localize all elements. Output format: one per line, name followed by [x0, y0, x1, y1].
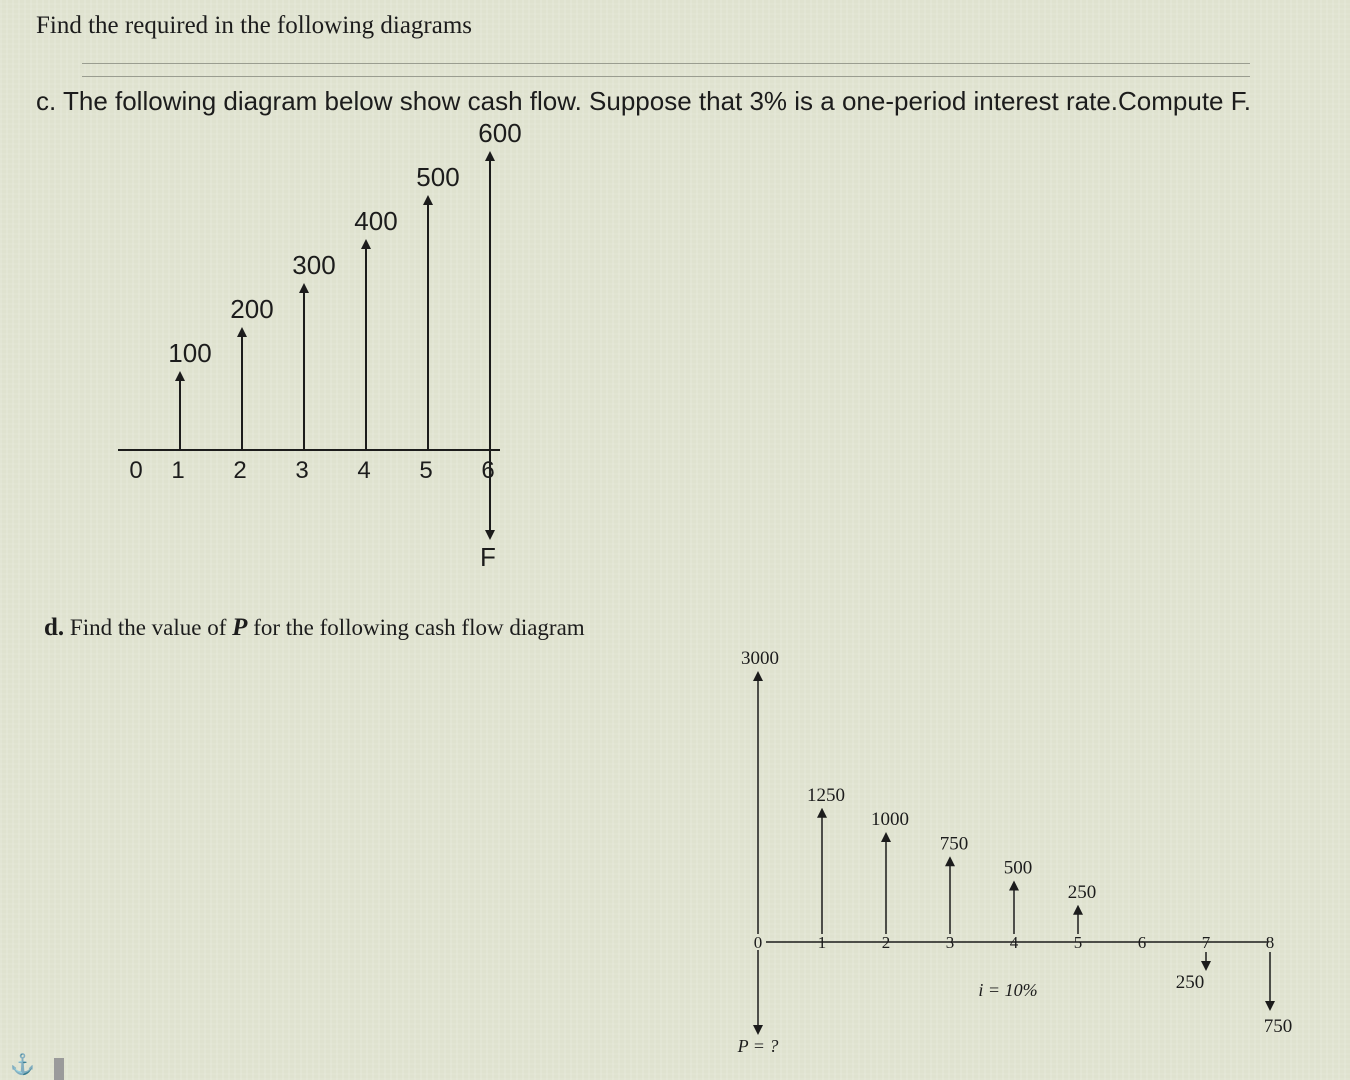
cash-flow-label-d-0: 3000: [741, 648, 779, 669]
period-label-d-0: 0: [754, 933, 763, 952]
cash-flow-label-d-down-7: 250: [1176, 972, 1205, 993]
period-label-d-2: 2: [882, 933, 891, 952]
period-label-3: 3: [295, 457, 308, 484]
worksheet-heading: Find the required in the following diagr…: [36, 12, 473, 39]
cash-flow-label-5: 500: [416, 162, 459, 192]
period-label-d-4: 4: [1010, 933, 1019, 952]
interest-rate-label: i = 10%: [978, 980, 1037, 1000]
period-label-6: 6: [481, 457, 494, 484]
scroll-handle[interactable]: [54, 1058, 64, 1080]
period-label-d-3: 3: [946, 933, 955, 952]
question-d-label: d. Find the value of P for the following…: [44, 614, 585, 642]
anchor-icon[interactable]: ⚓: [10, 1054, 35, 1076]
divider-line-bottom: [82, 76, 1250, 77]
question-d-text-after: for the following cash flow diagram: [253, 615, 585, 640]
cash-flow-label-d-5: 250: [1068, 882, 1097, 903]
cash-flow-label-3: 300: [292, 250, 335, 280]
divider-line-top: [82, 63, 1250, 64]
period-label-4: 4: [357, 457, 370, 484]
cash-flow-label-6: 600: [478, 118, 521, 148]
period-label-2: 2: [233, 457, 246, 484]
question-d-letter: d.: [44, 614, 65, 641]
cash-flow-label-4: 400: [354, 206, 397, 236]
cash-flow-label-d-down-8: 750: [1264, 1016, 1293, 1037]
question-d-text-before: Find the value of: [69, 615, 227, 640]
cash-flow-label-1: 100: [168, 338, 211, 368]
cash-flow-label-d-2: 1000: [871, 809, 909, 830]
cash-flow-label-d-4: 500: [1004, 858, 1033, 879]
period-label-1: 1: [171, 457, 184, 484]
cash-flow-label-d-3: 750: [940, 833, 969, 854]
period-label-d-7: 7: [1202, 933, 1211, 952]
period-label-d-6: 6: [1138, 933, 1147, 952]
cash-flow-label-2: 200: [230, 294, 273, 324]
question-c-text: c. The following diagram below show cash…: [36, 86, 1251, 116]
present-value-label: P = ?: [737, 1036, 779, 1056]
period-label-0: 0: [129, 457, 142, 484]
period-label-5: 5: [419, 457, 432, 484]
cash-flow-label-d-1: 1250: [807, 785, 845, 806]
question-d-variable: P: [232, 614, 248, 641]
period-label-d-1: 1: [818, 933, 827, 952]
future-value-label: F: [480, 542, 496, 572]
period-label-d-5: 5: [1074, 933, 1083, 952]
period-label-d-8: 8: [1266, 933, 1275, 952]
